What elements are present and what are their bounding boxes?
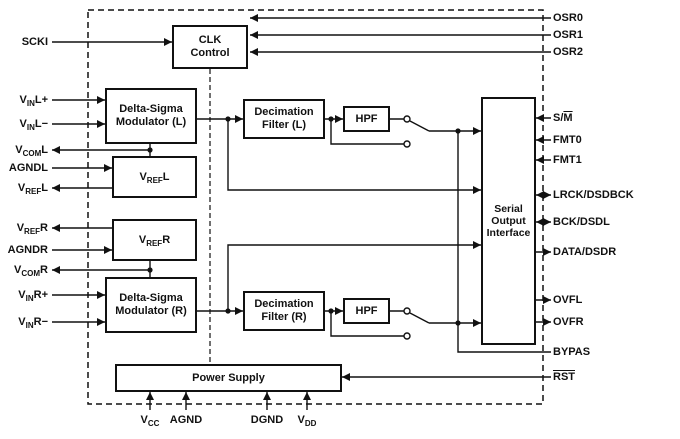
pin-label-agndl: AGNDL [8, 162, 48, 174]
pin-label-vcom-l: VCOML [15, 144, 48, 159]
pin-label-vin-r-plus: VINR+ [18, 289, 48, 304]
block-hpf-l: HPF [343, 106, 390, 132]
pin-label-vin-l-plus: VINL+ [19, 94, 49, 109]
pin-label-vin-l-minus: VINL− [19, 118, 49, 133]
pin-label-ovfr: OVFR [553, 316, 584, 328]
signal-path-right [197, 310, 481, 337]
switch-contact [403, 332, 411, 340]
junction-dot [225, 116, 231, 122]
switch-contact [403, 140, 411, 148]
block-label: Power Supply [192, 371, 265, 384]
pin-label-osr2: OSR2 [553, 46, 583, 58]
pin-label-vin-r-minus: VINR− [18, 316, 48, 331]
pin-label-fmt0: FMT0 [553, 134, 582, 146]
junction-dot [328, 308, 334, 314]
block-label: HPF [355, 304, 378, 317]
pin-label-agnd: AGND [169, 414, 203, 426]
pin-label-lrck-dsdbck: LRCK/DSDBCK [553, 189, 634, 201]
junction-dot [147, 147, 153, 153]
block-decimation-filter-l: Decimation Filter (L) [243, 99, 325, 139]
bypas-wire [457, 131, 551, 353]
pin-label-fmt1: FMT1 [553, 154, 582, 166]
pin-label-vcom-r: VCOMR [14, 264, 48, 279]
pin-label-dgnd: DGND [250, 414, 284, 426]
pin-label-data-dsdr: DATA/DSDR [553, 246, 617, 258]
block-decimation-filter-r: Decimation Filter (R) [243, 291, 325, 331]
pin-label-osr0: OSR0 [553, 12, 583, 24]
pin-label-scki: SCKI [21, 36, 48, 48]
block-label: Modulator (R) [115, 305, 187, 317]
pin-label-ovfl: OVFL [553, 294, 583, 306]
power-pin-wires [149, 392, 308, 410]
pin-label-vdd: VDD [297, 414, 317, 429]
block-label: Output [491, 215, 526, 227]
pin-label-osr1: OSR1 [553, 29, 583, 41]
block-label: Delta-Sigma [119, 292, 183, 304]
block-clk-control: CLK Control [172, 25, 248, 69]
block-vref-r: VREFR [112, 219, 197, 261]
block-label: Control [190, 47, 230, 59]
block-label: Filter (L) [262, 119, 306, 131]
block-label: Interface [486, 227, 531, 239]
block-label: Delta-Sigma [119, 103, 183, 115]
switch-contact [403, 307, 411, 315]
pin-label-s-m: S/M [553, 112, 573, 124]
block-label: VREFL [139, 170, 170, 185]
junction-dot [455, 320, 461, 326]
junction-dot [328, 116, 334, 122]
arrowheads-up [146, 392, 311, 400]
pin-label-vcc: VCC [140, 414, 160, 429]
block-label: Decimation [254, 298, 314, 310]
dsd-direct-paths [227, 119, 481, 311]
junction-dot [225, 308, 231, 314]
block-label: Modulator (L) [115, 116, 187, 128]
block-label: CLK [198, 34, 222, 46]
pin-label-agndr: AGNDR [7, 244, 48, 256]
chip-boundary [87, 9, 544, 405]
junction-dot [455, 128, 461, 134]
block-label: Filter (R) [261, 311, 307, 323]
osr-wires [250, 17, 551, 53]
block-hpf-r: HPF [343, 298, 390, 324]
block-delta-sigma-modulator-l: Delta-Sigma Modulator (L) [105, 88, 197, 144]
block-power-supply: Power Supply [115, 364, 342, 392]
block-vref-l: VREFL [112, 156, 197, 198]
block-serial-output-interface: Serial Output Interface [481, 97, 536, 345]
pin-label-bck-dsdl: BCK/DSDL [553, 216, 610, 228]
pin-label-vref-r: VREFR [16, 222, 48, 237]
block-label: Serial [494, 203, 523, 215]
block-label: VREFR [138, 233, 171, 248]
block-delta-sigma-modulator-r: Delta-Sigma Modulator (R) [105, 277, 197, 333]
signal-path-left [197, 118, 481, 145]
pin-label-vref-l: VREFL [17, 182, 48, 197]
junction-dot [147, 267, 153, 273]
block-label: Decimation [254, 106, 314, 118]
left-pin-wires [52, 41, 172, 323]
switch-contact [403, 115, 411, 123]
pin-label-bypas: BYPAS [553, 346, 591, 358]
pin-label-rst: RST [553, 371, 575, 383]
block-label: HPF [355, 112, 378, 125]
